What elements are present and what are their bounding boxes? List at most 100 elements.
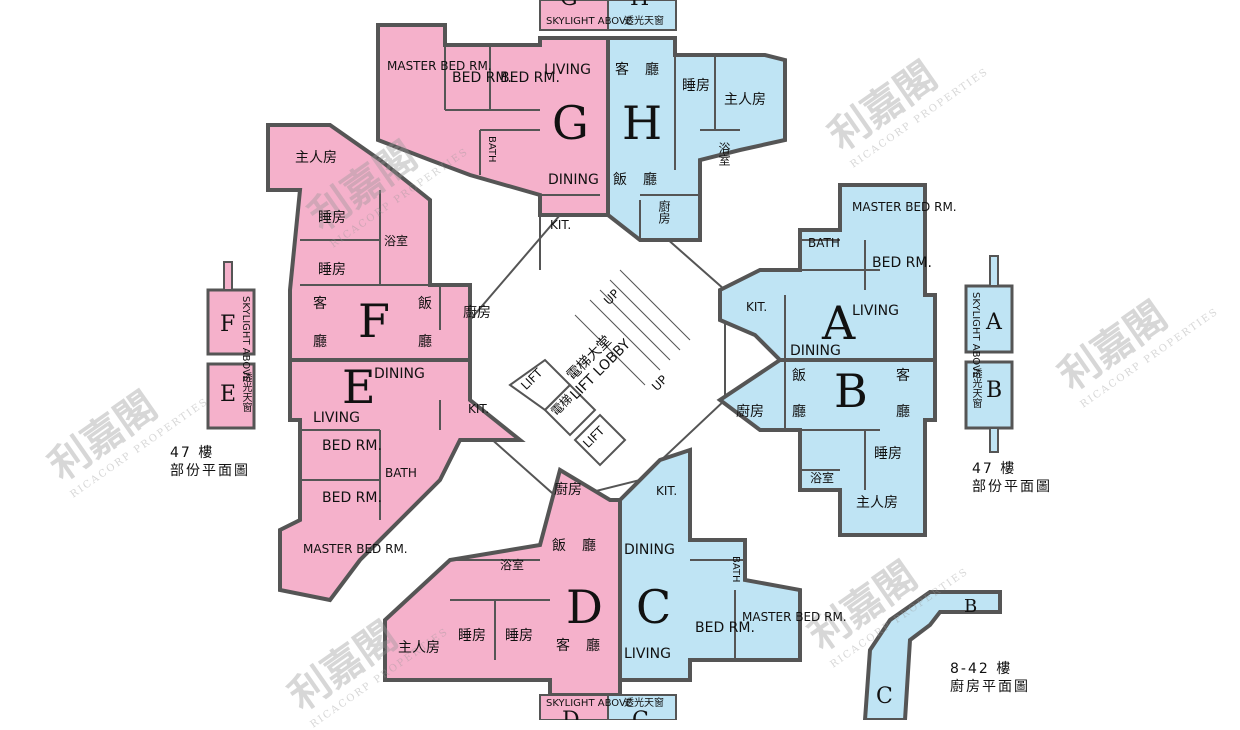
bottom-strip-letter-c: C bbox=[632, 710, 649, 720]
unit-f-ting2-label: 廳 bbox=[418, 334, 432, 350]
right-partial-letter-a: A bbox=[986, 310, 1002, 335]
unit-c-bath-label: BATH bbox=[730, 556, 741, 583]
right-partial-a bbox=[964, 284, 1014, 354]
unit-a-dining-label: DINING bbox=[790, 343, 841, 359]
unit-d-bed1-label: 睡房 bbox=[458, 628, 486, 644]
top-skylight-cn-label: 透光天窗 bbox=[624, 16, 664, 27]
unit-c-living-label: LIVING bbox=[624, 646, 671, 662]
kitchen-plan-letter-c: C bbox=[876, 684, 893, 709]
right-partial-letter-b: B bbox=[986, 378, 1003, 403]
unit-h-letter: H bbox=[622, 96, 663, 150]
unit-d-shape bbox=[383, 466, 622, 697]
left-partial-letter-e: E bbox=[220, 382, 237, 407]
unit-c-master-label: MASTER BED RM. bbox=[742, 610, 847, 624]
unit-b-kitchen-label: 廚房 bbox=[736, 404, 764, 420]
unit-f-ting-label: 廳 bbox=[313, 334, 327, 350]
bottom-skylight-cn-label: 透光天窗 bbox=[624, 698, 664, 709]
unit-e-bed1-label: BED RM. bbox=[322, 438, 382, 454]
unit-h-shape bbox=[606, 36, 787, 242]
unit-b-ting2-label: 廳 bbox=[896, 404, 910, 420]
stairs bbox=[574, 269, 691, 386]
unit-h-bath-label: 浴室 bbox=[717, 142, 731, 166]
top-strip-letter-h: H bbox=[630, 0, 649, 10]
unit-d-master-label: 主人房 bbox=[398, 640, 440, 656]
bottom-skylight-label: SKYLIGHT ABOVE bbox=[546, 698, 633, 709]
unit-g-living-label: LIVING bbox=[544, 62, 591, 78]
left-partial-caption: 47 樓部份平面圖 bbox=[170, 445, 250, 479]
bottom-strip-blue bbox=[607, 694, 677, 720]
unit-f-kitchen-label: 廚房 bbox=[463, 305, 491, 321]
right-partial-skylight: SKYLIGHT ABOVE bbox=[970, 292, 981, 379]
unit-f-bed2-label: 睡房 bbox=[318, 262, 346, 278]
left-partial-e bbox=[206, 362, 256, 430]
kitchen-plan-caption: 8-42 樓廚房平面圖 bbox=[950, 661, 1030, 695]
unit-f-shape bbox=[266, 123, 472, 362]
unit-c-kit-label: KIT. bbox=[656, 484, 678, 498]
unit-h-bed-label: 睡房 bbox=[682, 78, 710, 94]
unit-c-shape bbox=[618, 447, 802, 682]
unit-e-living-label: LIVING bbox=[313, 410, 360, 426]
unit-d-fan-label: 飯 bbox=[552, 538, 582, 554]
unit-e-shape bbox=[278, 358, 526, 603]
top-strip-letter-g: G bbox=[560, 0, 578, 10]
unit-b-bath-label: 浴室 bbox=[810, 471, 835, 485]
unit-e-master-label: MASTER BED RM. bbox=[303, 542, 408, 556]
unit-b-ting-label: 廳 bbox=[792, 404, 806, 420]
right-partial-pipe-2 bbox=[989, 427, 999, 453]
unit-b-fan-label: 飯 bbox=[792, 368, 806, 384]
unit-d-letter: D bbox=[566, 580, 603, 634]
right-partial-pipe bbox=[989, 255, 999, 287]
left-partial-skylight: SKYLIGHT ABOVE bbox=[240, 296, 251, 383]
unit-b-master-label: 主人房 bbox=[856, 495, 898, 511]
unit-f-fan-label: 飯 bbox=[418, 296, 432, 312]
unit-h-master-label: 主人房 bbox=[724, 92, 766, 108]
left-partial-pipe bbox=[223, 261, 233, 291]
lift-shafts bbox=[508, 358, 627, 467]
unit-d-ting2-label: 廳 bbox=[586, 638, 616, 654]
unit-a-shape bbox=[718, 183, 937, 362]
top-strip-blue bbox=[607, 0, 677, 31]
unit-h-ting-label: 廳 bbox=[645, 62, 675, 78]
kitchen-plan-shape bbox=[862, 590, 1002, 720]
unit-f-hak-label: 客 bbox=[313, 296, 327, 312]
unit-d-hak-label: 客 bbox=[556, 638, 586, 654]
unit-b-bed-label: 睡房 bbox=[874, 446, 902, 462]
kitchen-plan-letter-b: B bbox=[964, 596, 978, 617]
unit-c-dining-label: DINING bbox=[624, 542, 675, 558]
unit-f-letter: F bbox=[358, 294, 390, 348]
bottom-strip-letter-d: D bbox=[562, 710, 580, 720]
unit-a-letter: A bbox=[822, 296, 856, 350]
unit-h-fan-label: 飯 bbox=[613, 172, 643, 188]
unit-a-master-label: MASTER BED RM. bbox=[852, 200, 957, 214]
unit-a-kit-label: KIT. bbox=[746, 300, 768, 314]
unit-f-master-label: 主人房 bbox=[295, 150, 337, 166]
unit-g-bed1-label: BED RM. bbox=[452, 70, 512, 86]
unit-g-bed2-label: BED RM. bbox=[500, 70, 560, 86]
left-partial-skylight-cn: 透光天窗 bbox=[240, 372, 251, 412]
unit-h-kitchen-label: 廚房 bbox=[657, 200, 671, 224]
unit-c-letter: C bbox=[636, 580, 672, 634]
unit-a-living-label: LIVING bbox=[852, 303, 899, 319]
unit-c-bed-label: BED RM. bbox=[695, 620, 755, 636]
unit-h-hak-label: 客 bbox=[615, 62, 645, 78]
unit-d-bed2-label: 睡房 bbox=[505, 628, 533, 644]
unit-g-kit-label: KIT. bbox=[550, 218, 572, 232]
unit-d-ting-label: 廳 bbox=[582, 538, 612, 554]
unit-e-dining-label: DINING bbox=[374, 366, 425, 382]
unit-a-bed-label: BED RM. bbox=[872, 255, 932, 271]
unit-d-kitchen-label: 廚房 bbox=[554, 482, 582, 498]
unit-g-bath-label: BATH bbox=[486, 136, 497, 163]
unit-e-kit-label: KIT. bbox=[468, 402, 490, 416]
unit-b-shape bbox=[716, 358, 937, 537]
unit-a-bath-label: BATH bbox=[808, 236, 840, 250]
internal-walls bbox=[300, 45, 880, 660]
unit-e-letter: E bbox=[342, 360, 376, 414]
right-partial-skylight-cn: 透光天窗 bbox=[970, 368, 981, 408]
left-partial-letter-f: F bbox=[220, 312, 236, 337]
left-partial-f bbox=[206, 288, 256, 356]
unit-b-hak-label: 客 bbox=[896, 368, 910, 384]
unit-b-letter: B bbox=[834, 364, 868, 418]
right-partial-caption: 47 樓部份平面圖 bbox=[972, 461, 1052, 495]
unit-g-dining-label: DINING bbox=[548, 172, 599, 188]
